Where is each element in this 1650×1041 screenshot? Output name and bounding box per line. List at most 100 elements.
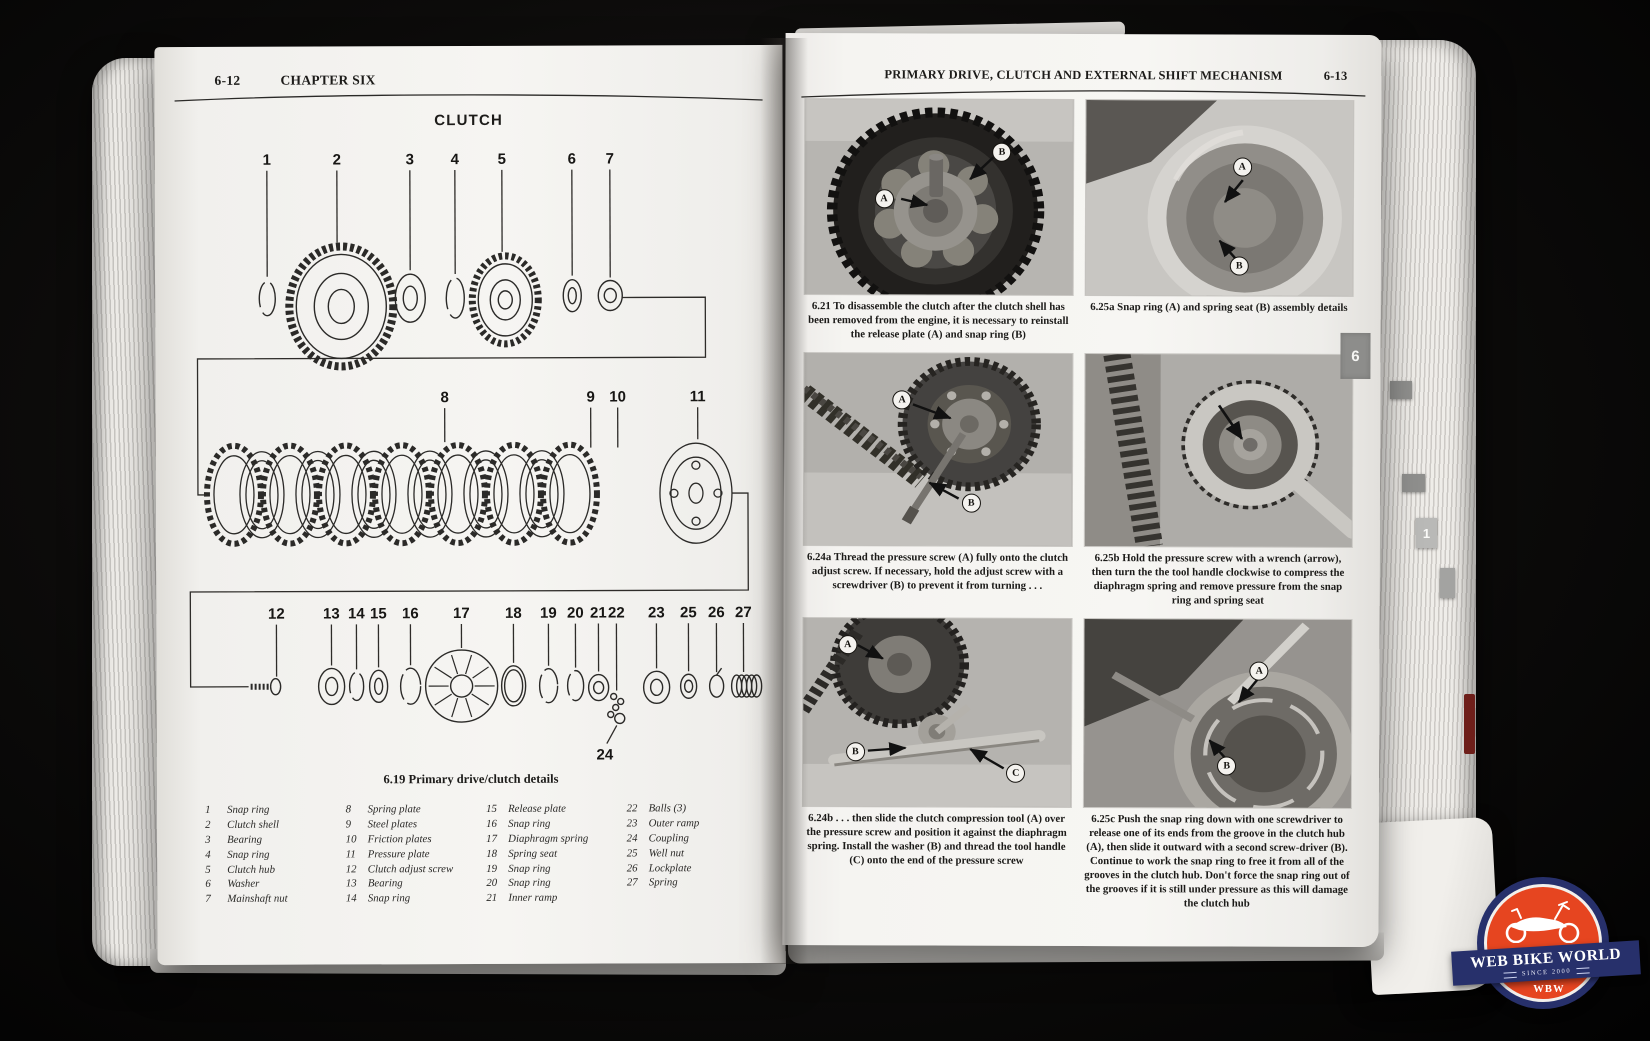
banner-rule-right: [1576, 966, 1590, 974]
part-item: 21 Inner ramp: [486, 891, 611, 906]
part-name: Washer: [227, 878, 260, 891]
part-number: 8: [345, 803, 351, 816]
svg-text:1: 1: [263, 152, 271, 169]
svg-text:11: 11: [690, 388, 706, 405]
part-number: 12: [345, 862, 357, 875]
part-number: 23: [626, 817, 638, 830]
part-item: 11 Pressure plate: [346, 847, 471, 862]
figure-caption: 6.24b . . . then slide the clutch compre…: [806, 812, 1067, 868]
wrench-tool-photo-art: [1084, 354, 1353, 548]
motorcycle-icon: [1505, 901, 1580, 943]
figure-caption: 6.25a Snap ring (A) and spring seat (B) …: [1090, 301, 1348, 314]
figure-6-25b: 6.25b Hold the pressure screw with a wre…: [1084, 354, 1353, 608]
edge-tab-marker: [1440, 568, 1455, 598]
photo-6-25c: A B: [1083, 619, 1352, 809]
svg-text:21: 21: [590, 605, 607, 622]
svg-text:13: 13: [323, 605, 340, 622]
part-item: 18 Spring seat: [486, 846, 611, 861]
red-bookmark-sliver: [1464, 694, 1475, 754]
svg-text:7: 7: [606, 150, 614, 167]
svg-text:4: 4: [451, 151, 460, 168]
svg-text:14: 14: [348, 605, 365, 622]
part-name: Balls (3): [648, 802, 687, 815]
callout-a: A: [1249, 661, 1269, 681]
chapter-tab-6: 6: [1340, 332, 1371, 380]
svg-text:17: 17: [453, 605, 470, 622]
part-name: Mainshaft nut: [227, 892, 288, 906]
svg-text:12: 12: [268, 606, 285, 623]
part-item: 8 Spring plate: [346, 802, 471, 817]
part-name: Spring: [648, 876, 678, 889]
part-number: 22: [626, 802, 638, 815]
callout-a: A: [874, 188, 894, 209]
part-name: Snap ring: [508, 817, 551, 830]
part-number: 9: [345, 818, 352, 831]
part-name: Friction plates: [367, 832, 432, 846]
part-name: Bearing: [367, 877, 403, 890]
svg-text:25: 25: [680, 604, 697, 621]
callout-a: A: [838, 635, 858, 655]
snap-ring-removal-photo-art: [1083, 619, 1352, 809]
edge-tab-marker: [1390, 381, 1412, 399]
part-item: 6 Washer: [205, 877, 330, 892]
part-item: 5 Clutch hub: [205, 862, 330, 877]
svg-text:23: 23: [648, 604, 665, 621]
left-page-header: 6-12 CHAPTER SIX: [214, 72, 375, 89]
part-name: Outer ramp: [648, 817, 700, 830]
part-item: 23 Outer ramp: [627, 816, 752, 831]
part-name: Coupling: [648, 832, 689, 845]
part-name: Bearing: [227, 833, 262, 846]
part-number: 25: [626, 847, 638, 860]
part-name: Lockplate: [648, 861, 692, 874]
figure-6-24b: A B C 6.24b . . . then slide the clutch …: [802, 618, 1072, 910]
part-item: 14 Snap ring: [346, 891, 471, 906]
left-page: 6-12 CHAPTER SIX CLUTCH 1: [154, 44, 786, 966]
part-item: 7 Mainshaft nut: [205, 892, 330, 907]
part-name: Spring plate: [367, 803, 421, 816]
part-item: 1 Snap ring: [205, 802, 330, 817]
part-name: Diaphragm spring: [508, 832, 589, 845]
part-name: Clutch hub: [227, 863, 275, 876]
part-name: Release plate: [508, 802, 566, 815]
part-number: 19: [486, 862, 498, 875]
snap-ring-photo-art: [1085, 100, 1354, 296]
part-name: Snap ring: [227, 803, 270, 816]
part-item: 9 Steel plates: [346, 817, 471, 832]
svg-text:24: 24: [597, 746, 614, 763]
part-name: Snap ring: [227, 848, 270, 861]
diagram-title: CLUTCH: [434, 111, 504, 130]
photo-6-21: A B: [804, 99, 1073, 295]
part-number: 17: [486, 832, 497, 845]
part-item: 27 Spring: [627, 875, 752, 890]
part-number: 20: [486, 877, 498, 890]
header-rule: [174, 94, 763, 102]
part-item: 22 Balls (3): [627, 801, 752, 816]
part-number: 16: [486, 817, 497, 830]
figure-6-21: A B 6.21 To disassemble the clutch after…: [804, 99, 1073, 342]
part-number: 26: [626, 861, 638, 875]
part-number: 10: [345, 833, 357, 846]
left-page-number: 6-12: [214, 72, 241, 88]
svg-text:26: 26: [708, 604, 725, 621]
part-item: 15 Release plate: [486, 802, 611, 817]
figure-6-19-caption: 6.19 Primary drive/clutch details: [383, 771, 559, 787]
part-number: 13: [345, 877, 357, 890]
part-number: 24: [626, 832, 638, 845]
part-item: 2 Clutch shell: [205, 817, 330, 832]
header-rule: [801, 90, 1366, 98]
svg-text:19: 19: [540, 605, 557, 622]
chapter-title: CHAPTER SIX: [280, 72, 376, 88]
svg-text:6: 6: [568, 151, 576, 168]
callout-b: B: [1229, 256, 1249, 276]
part-name: Well nut: [648, 846, 685, 860]
figure-caption: 6.21 To disassemble the clutch after the…: [808, 300, 1069, 341]
part-number: 21: [486, 892, 498, 905]
part-name: Clutch adjust screw: [367, 862, 454, 875]
part-item: 4 Snap ring: [205, 847, 330, 862]
logo-abbr: WBW: [1533, 984, 1565, 995]
banner-rule-left: [1503, 971, 1518, 979]
pressure-screw-photo-art: [803, 353, 1072, 547]
callout-b: B: [961, 493, 981, 513]
svg-text:9: 9: [586, 389, 594, 406]
webbikeworld-logo: WBW WEB BIKE WORLD SINCE 2000: [1451, 884, 1641, 1020]
